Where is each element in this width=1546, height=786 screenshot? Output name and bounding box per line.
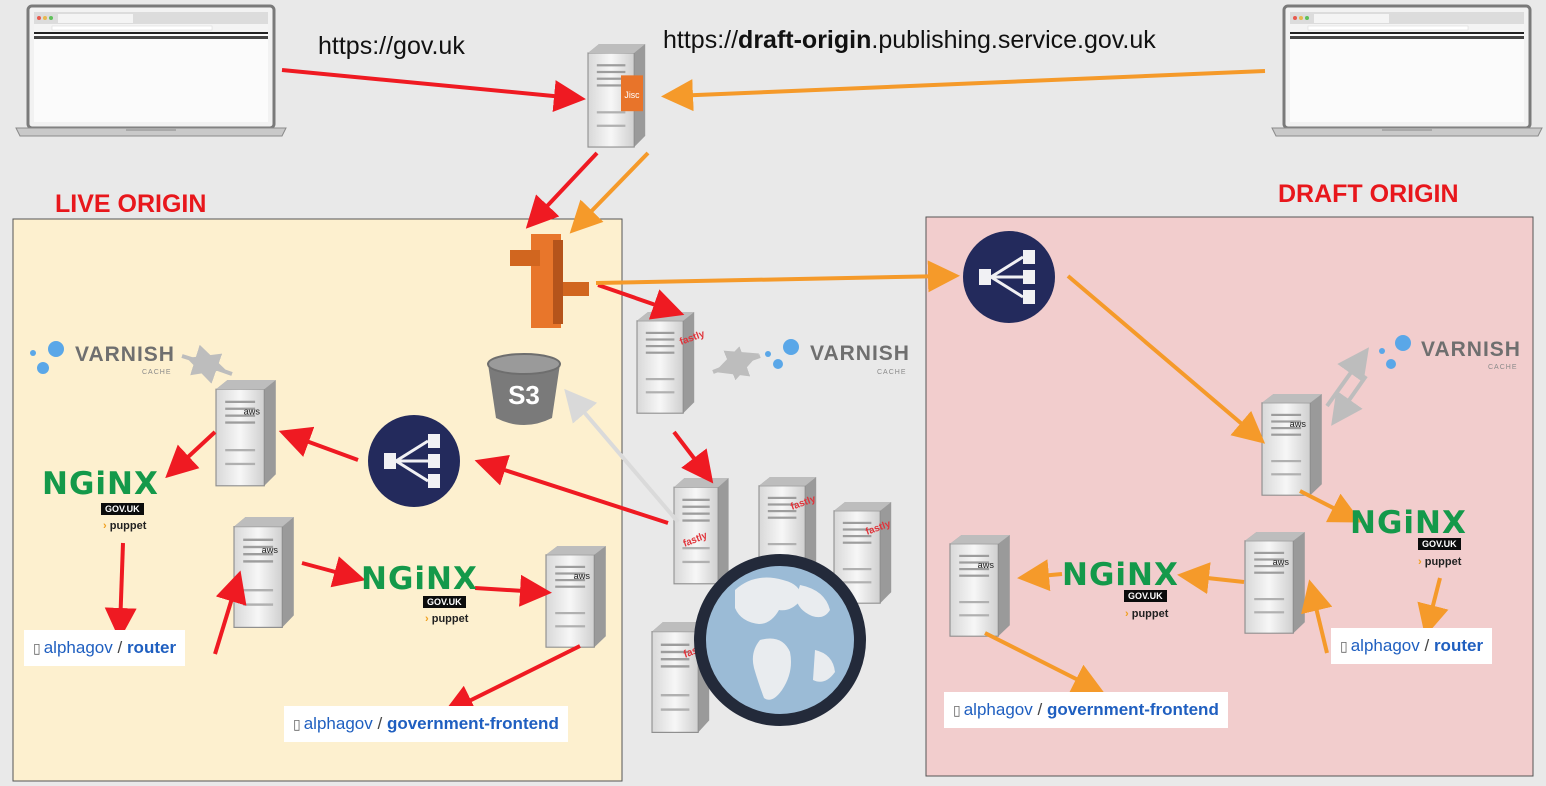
- fastly-edge-server-icon: fastly: [758, 476, 818, 579]
- draft-url-host: draft-origin: [738, 26, 872, 54]
- repo-separator: /: [1424, 636, 1430, 655]
- repo-book-icon: ▯: [1340, 638, 1348, 654]
- govuk-badge: GOV.UK: [1124, 590, 1167, 602]
- draft-router-server-icon: aws: [1244, 531, 1306, 634]
- draft-varnish-label: VARNISH: [1421, 338, 1521, 361]
- varnish-logo: [765, 339, 799, 369]
- fastly-varnish-label: VARNISH: [810, 342, 910, 365]
- live-laptop-icon: [14, 4, 288, 138]
- repo-name: government-frontend: [386, 714, 559, 733]
- fastly-edge-server-icon: fastly: [673, 477, 730, 585]
- repo-owner: alphagov: [1350, 636, 1420, 655]
- repo-owner: alphagov: [43, 638, 113, 657]
- live-request-arrows: [104, 68, 714, 715]
- draft-varnish-nginx-logo: NGiNX: [1350, 505, 1467, 541]
- live-router-nginx-logo: NGiNX: [361, 561, 478, 597]
- draft-request-arrows: [569, 69, 1449, 694]
- live-load-balancer-icon: [366, 413, 462, 509]
- repo-book-icon: ▯: [33, 640, 41, 656]
- repo-separator: /: [377, 714, 383, 733]
- puppet-text: puppet: [1424, 556, 1462, 568]
- live-frontend-repo-link[interactable]: ▯alphagov / government-frontend: [284, 706, 568, 742]
- puppet-label: › puppet: [1125, 608, 1169, 620]
- live-origin-title: LIVE ORIGIN: [55, 190, 207, 218]
- puppet-label: › puppet: [1418, 556, 1462, 568]
- svg-text:aws: aws: [978, 560, 995, 570]
- govuk-badge: GOV.UK: [423, 596, 466, 608]
- live-varnish-server-icon: aws: [215, 379, 277, 487]
- repo-name: router: [1433, 636, 1484, 655]
- jisc-server-icon: Jisc: [587, 43, 646, 148]
- draft-router-nginx-logo: NGiNX: [1062, 557, 1179, 593]
- repo-owner: alphagov: [303, 714, 373, 733]
- repo-name: government-frontend: [1046, 700, 1219, 719]
- draft-load-balancer-icon: [961, 229, 1057, 325]
- live-url-label: https://gov.uk: [318, 32, 465, 60]
- fastly-varnish-cache-label: CACHE: [877, 369, 907, 376]
- svg-text:aws: aws: [1273, 557, 1290, 567]
- draft-frontend-repo-link[interactable]: ▯alphagov / government-frontend: [944, 692, 1228, 728]
- live-router-server-icon: aws: [233, 516, 295, 629]
- govuk-badge: GOV.UK: [1418, 538, 1461, 550]
- live-origin-panel: [12, 218, 623, 782]
- svg-text:aws: aws: [1290, 419, 1307, 429]
- svg-text:S3: S3: [508, 380, 540, 410]
- live-frontend-server-icon: aws: [545, 545, 607, 648]
- puppet-text: puppet: [109, 520, 147, 532]
- fastly-edge-server-icon: fastly: [833, 501, 893, 604]
- puppet-text: puppet: [431, 613, 469, 625]
- repo-separator: /: [117, 638, 123, 657]
- globe-icon: [694, 554, 866, 726]
- draft-varnish-server-icon: aws: [1261, 393, 1323, 496]
- draft-url-label: https://draft-origin.publishing.service.…: [663, 26, 1156, 55]
- draft-laptop-icon: [1270, 4, 1544, 138]
- draft-varnish-cache-label: CACHE: [1488, 364, 1518, 371]
- draft-origin-title: DRAFT ORIGIN: [1278, 180, 1459, 208]
- fastly-server-icon: fastly: [636, 311, 707, 414]
- puppet-text: puppet: [1131, 608, 1169, 620]
- draft-router-repo-link[interactable]: ▯alphagov / router: [1331, 628, 1493, 664]
- svg-text:Jisc: Jisc: [624, 90, 640, 100]
- s3-bucket-icon: S3: [487, 353, 561, 425]
- live-nginx-logo: NGiNX: [42, 466, 159, 502]
- svg-text:aws: aws: [574, 571, 591, 581]
- svg-text:aws: aws: [262, 544, 279, 555]
- puppet-label: › puppet: [425, 613, 469, 625]
- s3-fallback-arrow: [564, 388, 680, 524]
- repo-separator: /: [1037, 700, 1043, 719]
- repo-name: router: [126, 638, 177, 657]
- repo-owner: alphagov: [963, 700, 1033, 719]
- varnish-logo: [30, 341, 64, 374]
- draft-url-domain: .publishing.service.gov.uk: [871, 26, 1156, 54]
- live-router-repo-link[interactable]: ▯alphagov / router: [24, 630, 186, 666]
- puppet-label: › puppet: [103, 520, 147, 532]
- live-varnish-label: VARNISH: [75, 343, 175, 366]
- repo-book-icon: ▯: [293, 716, 301, 732]
- cloudfront-icon: [510, 234, 589, 328]
- repo-book-icon: ▯: [953, 702, 961, 718]
- varnish-logo: [1379, 335, 1411, 369]
- cache-arrows: [181, 344, 1369, 426]
- govuk-badge: GOV.UK: [101, 503, 144, 515]
- draft-url-prefix: https://: [663, 26, 739, 54]
- draft-frontend-server-icon: aws: [949, 534, 1011, 637]
- live-varnish-cache-label: CACHE: [142, 369, 172, 376]
- svg-text:aws: aws: [244, 407, 261, 417]
